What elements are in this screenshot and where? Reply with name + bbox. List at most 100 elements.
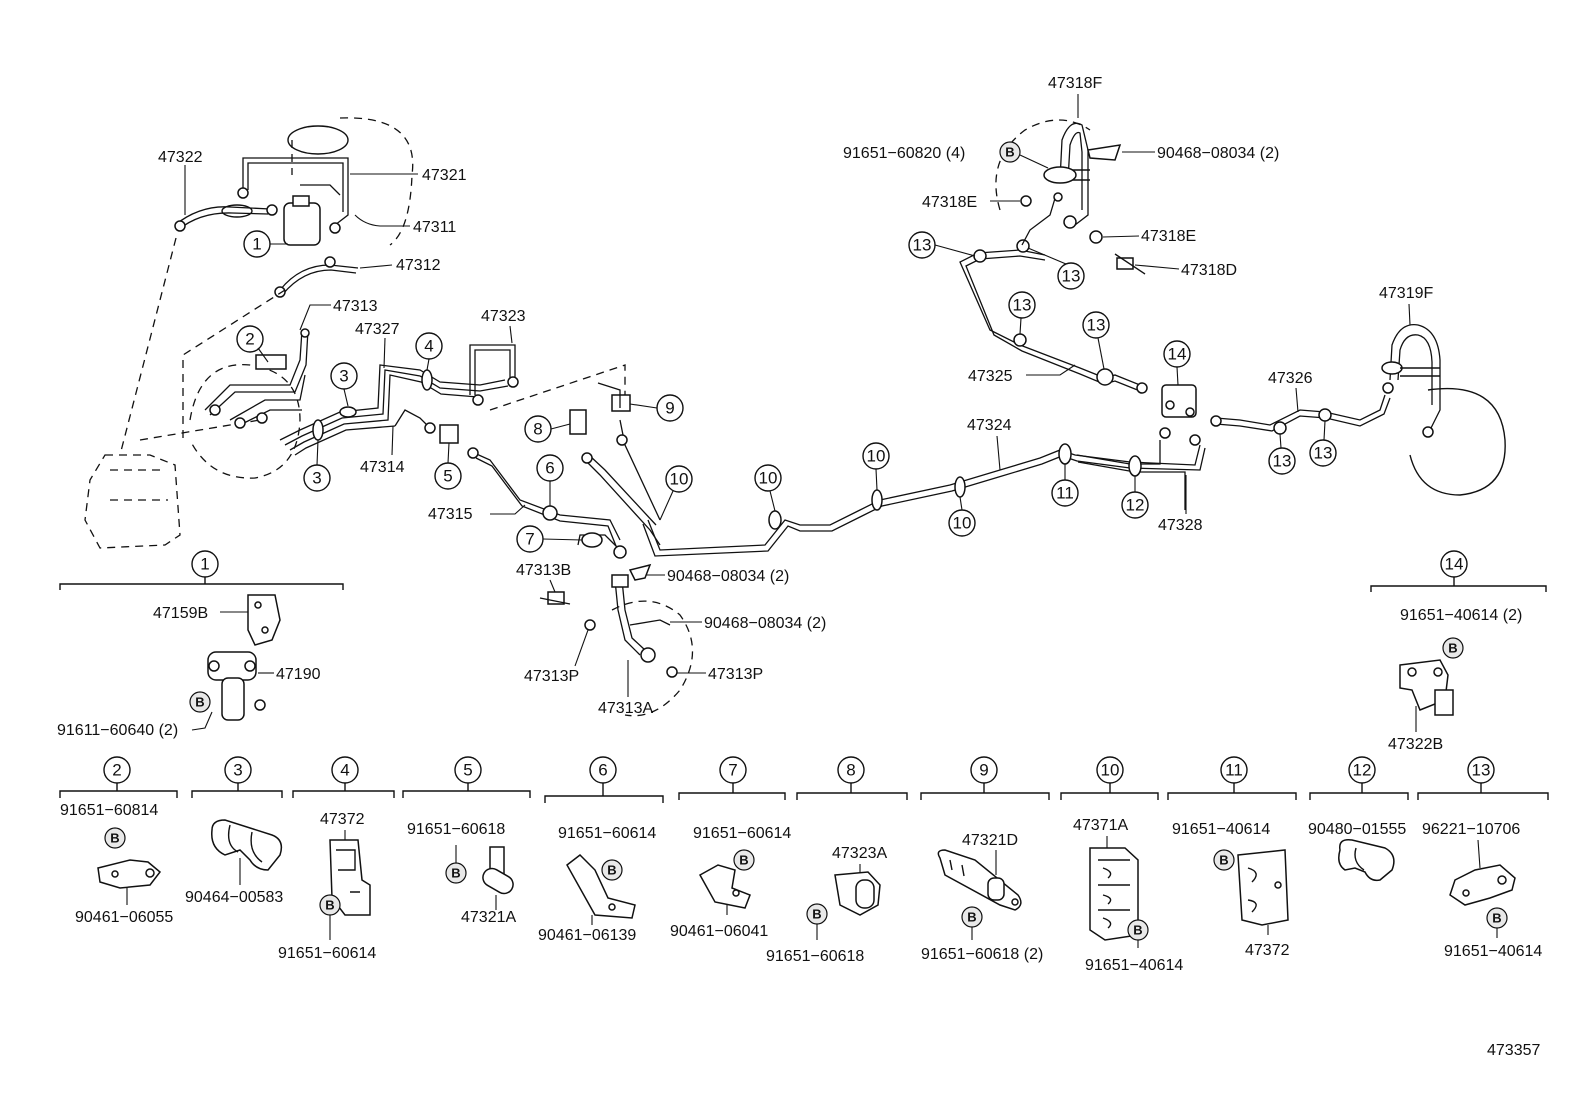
label-47315: 47315 (428, 506, 473, 523)
svg-text:B: B (1005, 145, 1014, 160)
front-brake-tubes (279, 344, 519, 456)
svg-text:9: 9 (979, 761, 988, 780)
b-symbol-kit13: B (1486, 907, 1508, 929)
kit-7: 7 91651−60614 B 90461−06041 (670, 756, 791, 940)
main-part-labels: 47322 47321 47311 47312 47313 47327 4732… (158, 75, 1433, 717)
svg-text:5: 5 (463, 761, 472, 780)
kit-2: 2 91651−60814 B 90461−06055 (59, 756, 178, 926)
label-47313P-b: 47313P (708, 666, 763, 683)
tube-47326 (1210, 394, 1391, 435)
b-symbol-kit5: B (445, 862, 467, 884)
group-14: 14 91651−40614 (2) B 47322B (1370, 550, 1547, 753)
main-rear-tubes (642, 384, 1206, 557)
label-47314: 47314 (360, 459, 405, 476)
callout-13e: 13 (1268, 447, 1296, 475)
callout-7: 7 (516, 525, 544, 553)
b-symbol-kit10: B (1127, 919, 1149, 941)
svg-text:14: 14 (1168, 345, 1187, 364)
label-47318E-a: 47318E (922, 194, 977, 211)
svg-text:11: 11 (1056, 484, 1074, 503)
svg-text:12: 12 (1353, 761, 1372, 780)
callout-10c: 10 (862, 442, 890, 470)
svg-text:91651−60614: 91651−60614 (558, 825, 656, 842)
label-47328: 47328 (1158, 517, 1203, 534)
svg-text:9: 9 (665, 399, 674, 418)
label-91611-60640: 91611−60640 (2) (57, 722, 178, 739)
label-47327: 47327 (355, 321, 400, 338)
label-47325: 47325 (968, 368, 1013, 385)
kit-10: 10 47371A B 91651−40614 (1060, 756, 1183, 974)
callout-13b: 13 (1057, 262, 1085, 290)
kit-6: 6 91651−60614 B 90461−06139 (538, 756, 664, 944)
diagram-id: 473357 (1487, 1042, 1540, 1059)
kit-11: 11 91651−40614 B 47372 (1167, 756, 1297, 959)
svg-text:B: B (451, 866, 460, 881)
label-90468-c: 90468−08034 (2) (1157, 145, 1279, 162)
svg-text:90480−01555: 90480−01555 (1308, 821, 1406, 838)
svg-text:6: 6 (545, 459, 554, 478)
svg-text:91651−40614: 91651−40614 (1444, 943, 1542, 960)
svg-text:90464−00583: 90464−00583 (185, 889, 283, 906)
svg-text:7: 7 (728, 761, 737, 780)
callout-4: 4 (415, 332, 443, 360)
svg-text:91651−60814: 91651−60814 (60, 802, 158, 819)
svg-text:B: B (812, 907, 821, 922)
label-47313P-a: 47313P (524, 668, 579, 685)
b-symbol-group1: B (189, 691, 211, 713)
label-47324: 47324 (967, 417, 1012, 434)
svg-text:B: B (110, 831, 119, 846)
callout-circles: 1 2 3 3 4 5 6 7 8 9 10 10 10 10 11 12 13… (236, 230, 1337, 553)
label-47322: 47322 (158, 149, 203, 166)
svg-text:8: 8 (846, 761, 855, 780)
callout-10d: 10 (948, 509, 976, 537)
svg-text:47321A: 47321A (461, 909, 516, 926)
kit-12: 12 90480−01555 (1308, 756, 1409, 882)
svg-text:12: 12 (1126, 496, 1145, 515)
callout-1: 1 (243, 230, 271, 258)
svg-text:2: 2 (245, 330, 254, 349)
kit-8: 8 47323A B 91651−60618 (766, 756, 908, 965)
svg-text:13: 13 (1273, 452, 1292, 471)
proportioning-valve-area (189, 328, 310, 479)
label-91651-60820: 91651−60820 (4) (843, 145, 965, 162)
svg-text:91651−60614: 91651−60614 (278, 945, 376, 962)
label-47318F: 47318F (1048, 75, 1102, 92)
label-47326: 47326 (1268, 370, 1313, 387)
b-symbol-kit6: B (601, 859, 623, 881)
svg-text:91651−60614: 91651−60614 (693, 825, 791, 842)
tube-47325 (959, 239, 1148, 394)
svg-text:13: 13 (1062, 267, 1081, 286)
svg-text:13: 13 (1087, 316, 1106, 335)
svg-text:47371A: 47371A (1073, 817, 1128, 834)
svg-text:B: B (195, 695, 204, 710)
svg-text:91651−40614: 91651−40614 (1085, 957, 1183, 974)
label-47319F: 47319F (1379, 285, 1433, 302)
b-symbol-kit2: B (104, 827, 126, 849)
label-47323: 47323 (481, 308, 526, 325)
svg-text:3: 3 (233, 761, 242, 780)
svg-text:91651−60618: 91651−60618 (407, 821, 505, 838)
tube-47315 (467, 447, 627, 559)
rear-caliper-left (995, 119, 1146, 275)
label-47322B: 47322B (1388, 736, 1443, 753)
master-cylinder-assembly (174, 117, 414, 298)
svg-text:14: 14 (1445, 555, 1464, 574)
label-47313: 47313 (333, 298, 378, 315)
svg-text:47372: 47372 (1245, 942, 1290, 959)
svg-text:B: B (1219, 853, 1228, 868)
callout-14: 14 (1163, 340, 1191, 368)
callout-13c: 13 (1008, 291, 1036, 319)
svg-text:13: 13 (1472, 761, 1491, 780)
svg-text:1: 1 (252, 235, 261, 254)
svg-text:B: B (739, 853, 748, 868)
svg-text:7: 7 (525, 530, 534, 549)
svg-text:10: 10 (1101, 761, 1120, 780)
callout-9: 9 (656, 394, 684, 422)
label-47318E-b: 47318E (1141, 228, 1196, 245)
svg-text:B: B (1448, 641, 1457, 656)
transmission-outline (84, 454, 181, 549)
kit-5: 5 91651−60618 B 47321A (402, 756, 531, 926)
svg-text:10: 10 (867, 447, 886, 466)
svg-text:13: 13 (1013, 296, 1032, 315)
